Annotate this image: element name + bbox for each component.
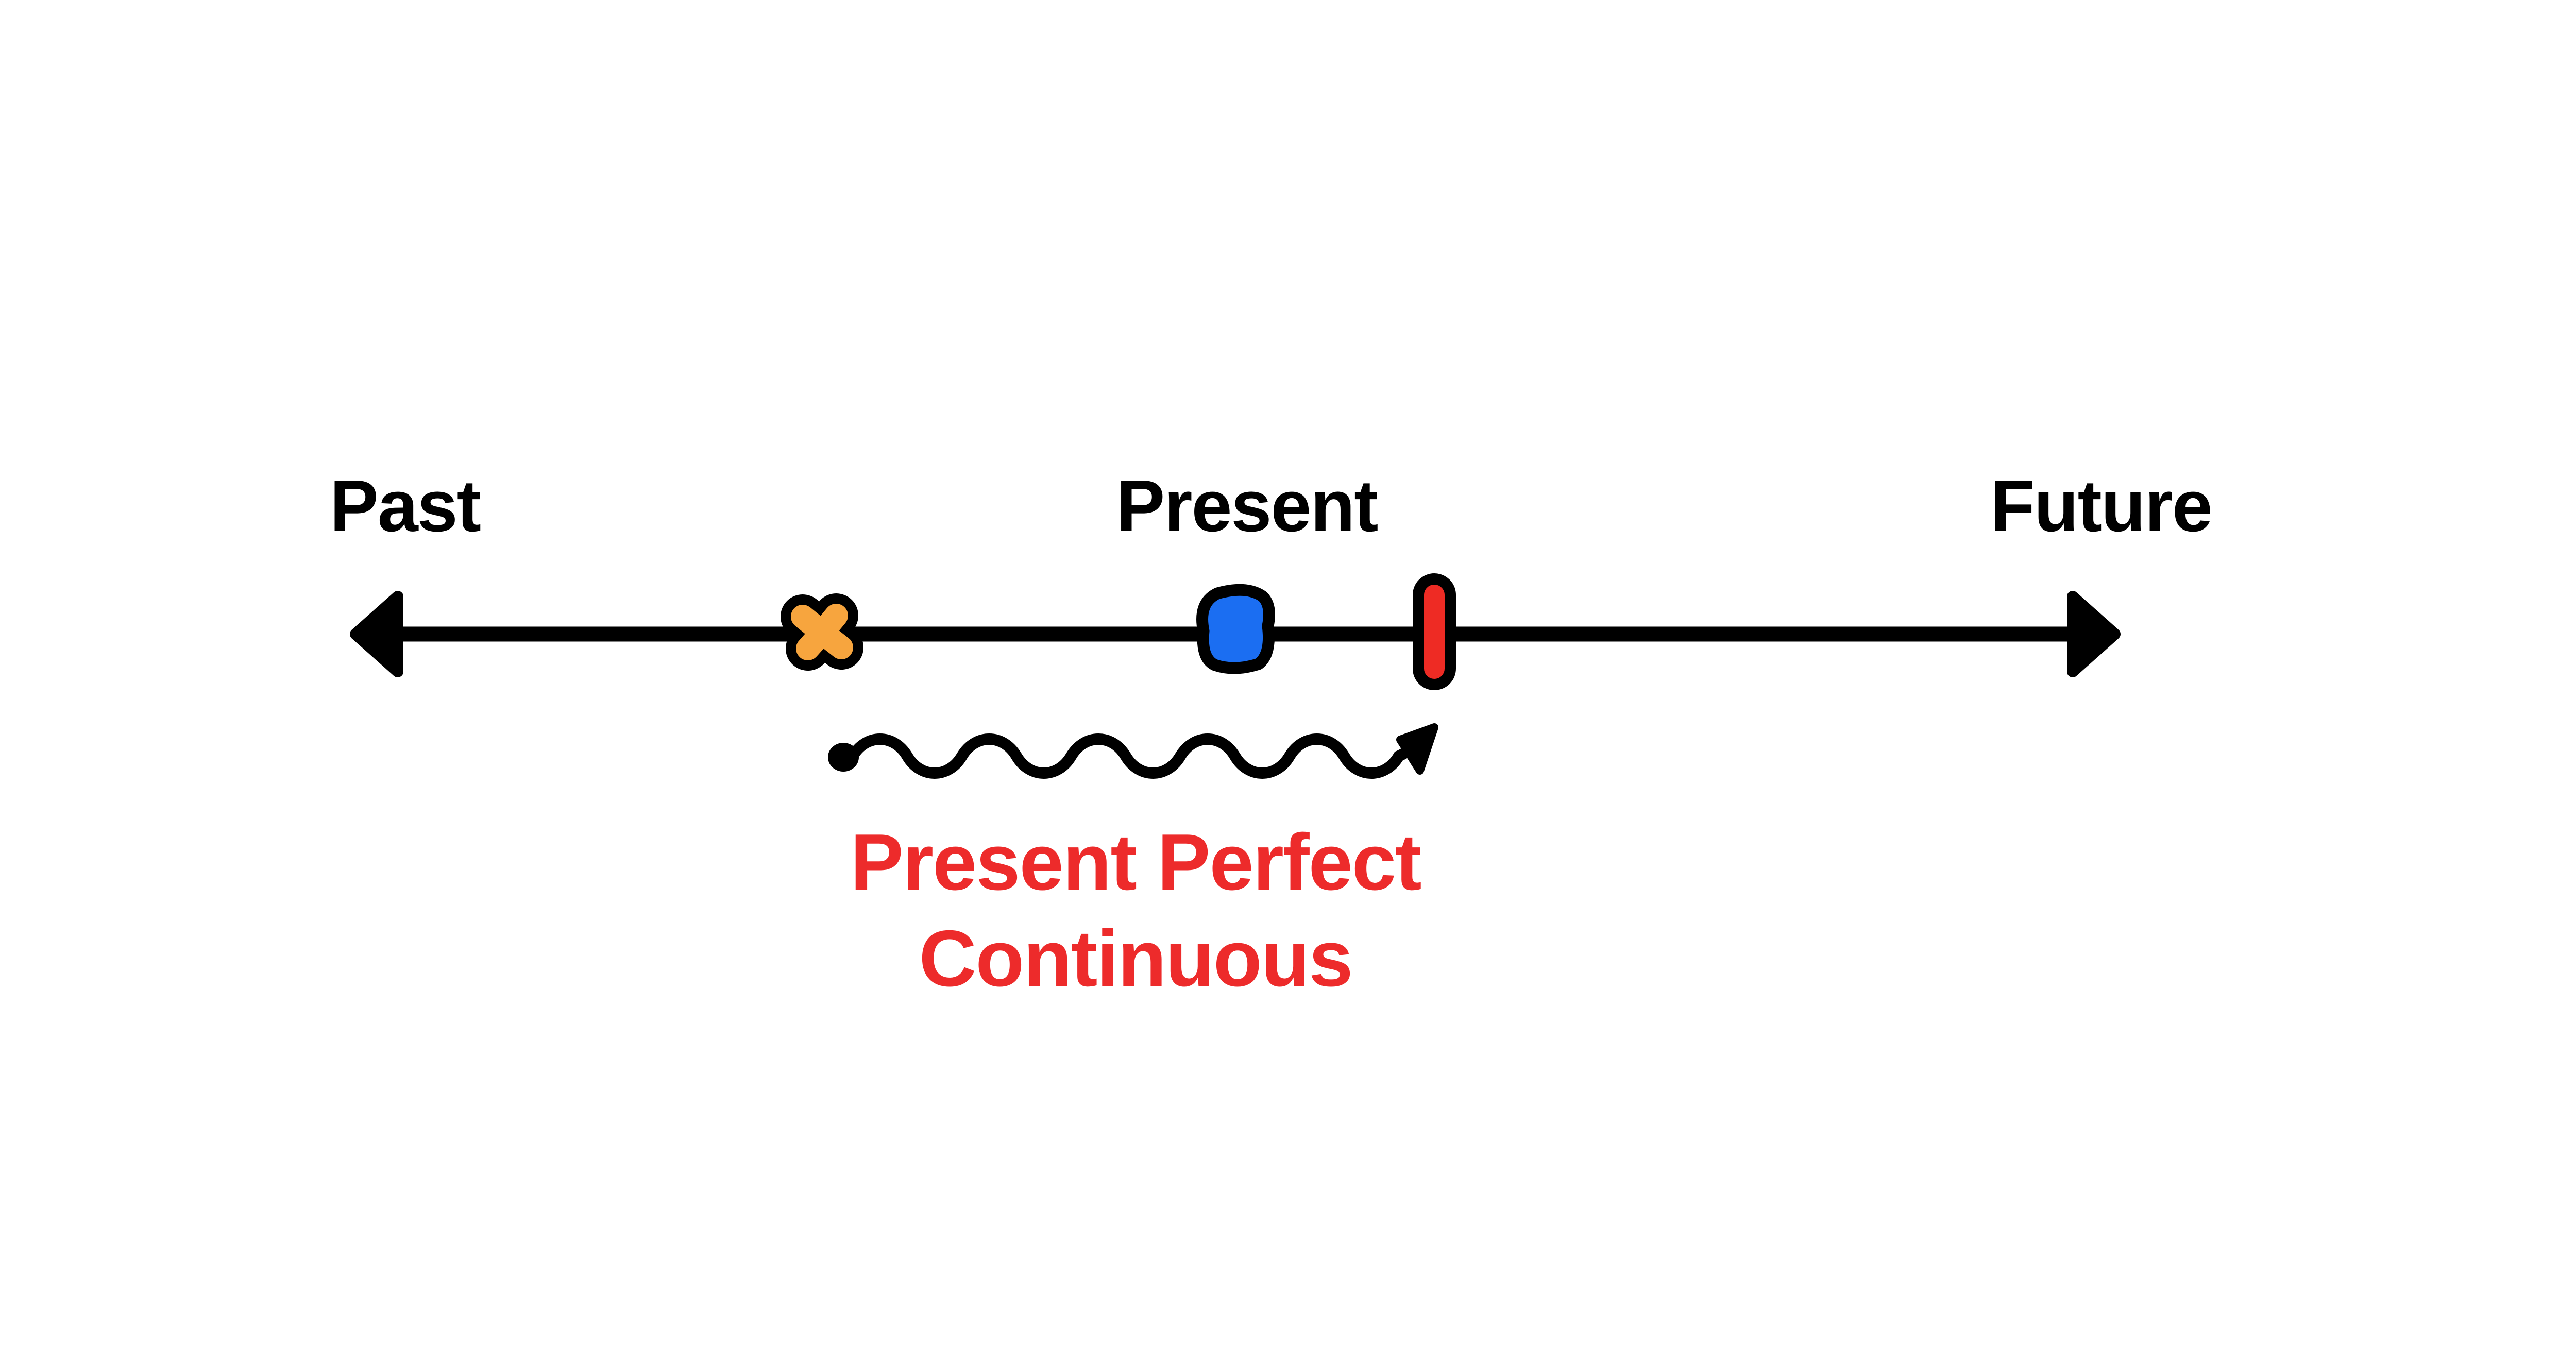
- present-label: Present: [1116, 465, 1379, 547]
- past-label: Past: [330, 465, 481, 547]
- tense-name-line1: Present Perfect: [850, 817, 1421, 907]
- tense-name-line2: Continuous: [919, 914, 1353, 1003]
- future-arrowhead-icon: [2067, 591, 2121, 677]
- tense-name-label: Present Perfect Continuous: [850, 814, 1421, 1006]
- x-cross-fill: [796, 604, 848, 660]
- past-event-x-icon: [781, 593, 863, 671]
- future-label: Future: [1990, 465, 2213, 547]
- past-arrowhead-icon: [350, 591, 403, 677]
- wavy-arrowhead-icon: [1396, 723, 1438, 775]
- wavy-line: [847, 733, 1425, 779]
- now-pill-marker: [1413, 573, 1456, 690]
- present-square-marker: [1196, 584, 1275, 674]
- duration-wavy-arrow: [828, 723, 1438, 779]
